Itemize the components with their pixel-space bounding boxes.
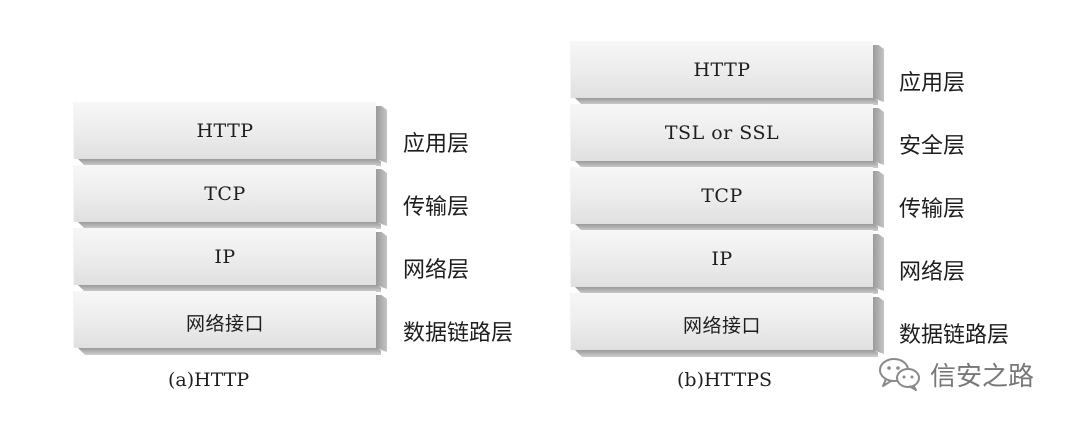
panel-caption: (b)HTTPS (677, 369, 773, 391)
wechat-icon (878, 356, 922, 392)
layer-label: 应用层 (899, 71, 966, 96)
stack-block: IP (570, 230, 873, 287)
layer-label: 应用层 (403, 132, 470, 157)
block-label: HTTP (196, 120, 254, 142)
layer-label: 安全层 (899, 134, 966, 159)
watermark-text: 信安之路 (930, 361, 1035, 392)
stack-block: IP (73, 228, 376, 285)
layer-label: 数据链路层 (899, 323, 1010, 348)
block-label: IP (214, 246, 236, 268)
watermark: 信安之路 (878, 354, 1034, 394)
layer-label: 传输层 (899, 197, 966, 222)
block-label: 网络接口 (185, 313, 264, 335)
stack-block: 网络接口 (73, 291, 376, 348)
block-label: 网络接口 (682, 315, 761, 337)
stack-block: HTTP (570, 41, 873, 98)
stack-block: 网络接口 (570, 293, 873, 350)
block-label: TCP (204, 183, 246, 205)
panel-caption: (a)HTTP (168, 369, 250, 391)
block-label: HTTP (693, 59, 751, 81)
stack-block: TSL or SSL (570, 104, 873, 161)
block-label: TSL or SSL (664, 122, 780, 144)
stack-block: TCP (570, 167, 873, 224)
block-label: TCP (701, 185, 743, 207)
layer-label: 网络层 (899, 260, 966, 285)
layer-label: 网络层 (403, 258, 470, 283)
layer-label: 数据链路层 (403, 321, 514, 346)
layer-label: 传输层 (403, 195, 470, 220)
stack-block: TCP (73, 165, 376, 222)
block-label: IP (711, 248, 733, 270)
stack-block: HTTP (73, 102, 376, 159)
